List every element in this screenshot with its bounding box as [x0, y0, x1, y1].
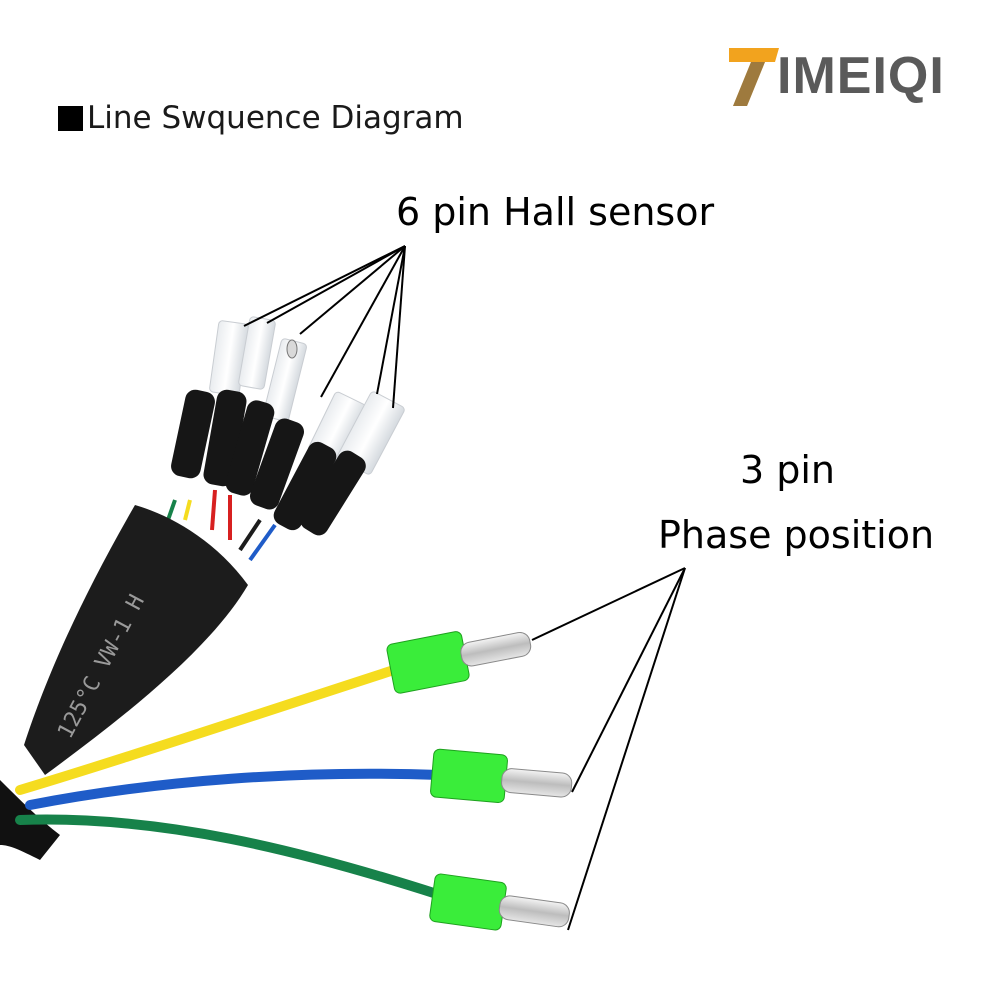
- logo-mark-icon: [729, 48, 779, 106]
- phase-wire-yellow: [15, 663, 405, 795]
- phase-pin-count-label: 3 pin: [740, 448, 836, 492]
- diagram-header: Line Swquence Diagram: [58, 100, 464, 136]
- phase-wire-green: [15, 814, 445, 900]
- square-bullet-icon: [58, 105, 83, 131]
- phase-connector-blue: [430, 748, 573, 804]
- hall-callout-lines: [243, 245, 406, 409]
- phase-callout-lines: [531, 567, 686, 931]
- logo-text: IMEIQI: [777, 47, 945, 105]
- phase-wire-blue: [25, 768, 445, 810]
- sleeve: [24, 505, 248, 775]
- brand-logo: IMEIQI: [727, 44, 957, 114]
- diagram-title: Line Swquence Diagram: [87, 100, 464, 136]
- phase-position-label: Phase position: [658, 513, 935, 557]
- hall-sensor-label: 6 pin Hall sensor: [396, 190, 715, 234]
- hall-heatshrink: [171, 389, 366, 536]
- phase-connector-green: [429, 873, 570, 931]
- hall-thin-wires: [166, 489, 277, 562]
- phase-connector-yellow: [386, 631, 532, 694]
